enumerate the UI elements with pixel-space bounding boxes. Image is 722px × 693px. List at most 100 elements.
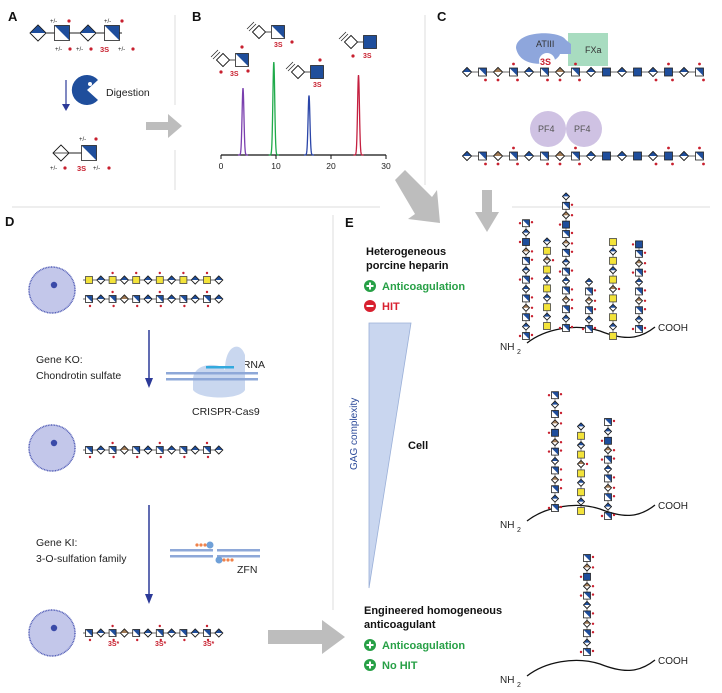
hexosamine-square <box>577 450 585 459</box>
sulfate-dot <box>570 288 574 291</box>
gag-complexity-wedge <box>368 322 412 589</box>
hexosamine-square <box>602 67 611 77</box>
uronic-acid-diamond <box>561 211 571 220</box>
plus-icon <box>364 659 376 671</box>
uronic-acid-diamond <box>561 239 571 248</box>
hexosamine-square <box>635 306 643 315</box>
hexosamine-square <box>609 313 617 322</box>
sulfate-dot <box>643 270 647 273</box>
hexosamine-square <box>522 313 530 322</box>
uronic-acid-diamond <box>647 66 659 78</box>
pacman-eye <box>88 82 92 86</box>
uronic-acid-diamond <box>603 483 613 492</box>
cooh-terminus-label: COOH <box>658 656 688 667</box>
hexosamine-square <box>609 238 617 246</box>
sulfate-dot <box>570 250 574 253</box>
hexosamine-square <box>551 410 559 418</box>
uronic-acid-diamond <box>550 456 560 466</box>
sulfate-dot <box>530 221 534 224</box>
sulfate-dot <box>136 638 139 642</box>
hexosamine-square <box>635 249 643 258</box>
sulfate-dot <box>558 78 562 82</box>
chromatogram-peak-1 <box>237 87 249 156</box>
uronic-acid-diamond <box>96 294 106 304</box>
site-3s-label: 3S* <box>155 641 167 648</box>
sulfate-dot <box>518 222 522 225</box>
sulfate-dot <box>546 78 549 82</box>
uronic-acid-diamond <box>616 150 628 162</box>
hexosamine-square <box>108 276 117 284</box>
unsaturated-mark <box>210 49 219 58</box>
sulfate-dot <box>612 486 616 489</box>
hexosamine-square <box>522 294 530 303</box>
uronic-acid-diamond <box>523 150 535 162</box>
hexosamine-square <box>203 446 211 454</box>
sulfate-dot <box>579 650 583 654</box>
sulfate-dot <box>158 624 161 628</box>
sulfate-dot <box>512 62 515 66</box>
sulfation-optional-label: +/- <box>55 47 62 53</box>
uronic-acid-diamond <box>603 502 613 511</box>
zfn-icon <box>170 541 260 564</box>
sulfate-dot <box>593 308 597 311</box>
sulfate-dot <box>579 575 583 578</box>
x-tick-label: 10 <box>271 161 281 171</box>
hexosamine-square <box>604 493 612 502</box>
minus-icon <box>364 300 376 312</box>
hexosamine-square <box>577 488 585 497</box>
hexosamine-square <box>155 629 164 637</box>
uronic-acid-diamond <box>521 247 531 256</box>
hexosamine-square <box>562 267 570 276</box>
hexosamine-square <box>604 418 612 426</box>
sulfate-dot <box>158 441 161 445</box>
sulfation-optional-label: +/- <box>50 166 57 172</box>
sulfate-dot <box>570 269 574 272</box>
uronic-acid-diamond <box>561 258 571 267</box>
sulfate-dot <box>530 315 534 318</box>
hexosamine-square <box>522 332 530 340</box>
sulfate-dot <box>518 278 522 281</box>
sulfation-optional-label: +/- <box>79 137 86 143</box>
sulfate-dot <box>183 304 186 308</box>
sulfate-dot <box>559 478 563 481</box>
sulfate-dot <box>112 455 115 459</box>
sulfate-dot <box>182 271 185 275</box>
panel-label-c: C <box>437 9 447 24</box>
sulfate-dot <box>643 308 647 311</box>
heparin-anticoagulation: Anticoagulation <box>382 281 465 293</box>
sulfate-dot <box>206 304 210 308</box>
gene-ko-target: Chondrotin sulfate <box>36 370 121 382</box>
uronic-acid-diamond <box>461 66 473 78</box>
hexosamine-square <box>543 265 551 274</box>
uronic-acid-diamond <box>251 24 267 40</box>
sulfate-dot <box>158 290 161 294</box>
hexosamine-square <box>363 35 377 49</box>
peak-4-label: 3S <box>363 53 372 60</box>
sulfate-dot <box>643 326 647 330</box>
uronic-acid-diamond <box>608 303 618 312</box>
uronic-acid-diamond <box>521 322 531 331</box>
hexosamine-square <box>509 67 518 77</box>
nh2-terminus-label: NH <box>500 675 514 686</box>
sulfate-dot <box>612 513 616 517</box>
sulfate-dot <box>183 455 186 459</box>
sulfate-dot <box>496 78 500 82</box>
hexosamine-square <box>583 629 591 638</box>
hexosamine-square <box>478 151 487 161</box>
uronic-acid-diamond <box>634 277 644 287</box>
hexosamine-square <box>543 246 551 255</box>
sulfate-dot <box>159 304 162 308</box>
uronic-acid-diamond <box>561 276 571 286</box>
uronic-acid-diamond <box>678 150 690 162</box>
hexosamine-square <box>633 67 642 77</box>
uronic-acid-diamond <box>167 275 177 285</box>
engineered-anticoagulation: Anticoagulation <box>382 640 465 652</box>
heparin-hit: HIT <box>382 301 400 313</box>
heparin-chain-c-2 <box>461 146 705 166</box>
atiii-label: ATIII <box>536 39 554 49</box>
sulfate-dot <box>530 250 534 253</box>
uronic-acid-diamond <box>214 445 224 455</box>
panel-label-a: A <box>8 9 18 24</box>
nh2-terminus-label: NH <box>500 342 514 353</box>
sulfate-dot <box>559 468 563 471</box>
